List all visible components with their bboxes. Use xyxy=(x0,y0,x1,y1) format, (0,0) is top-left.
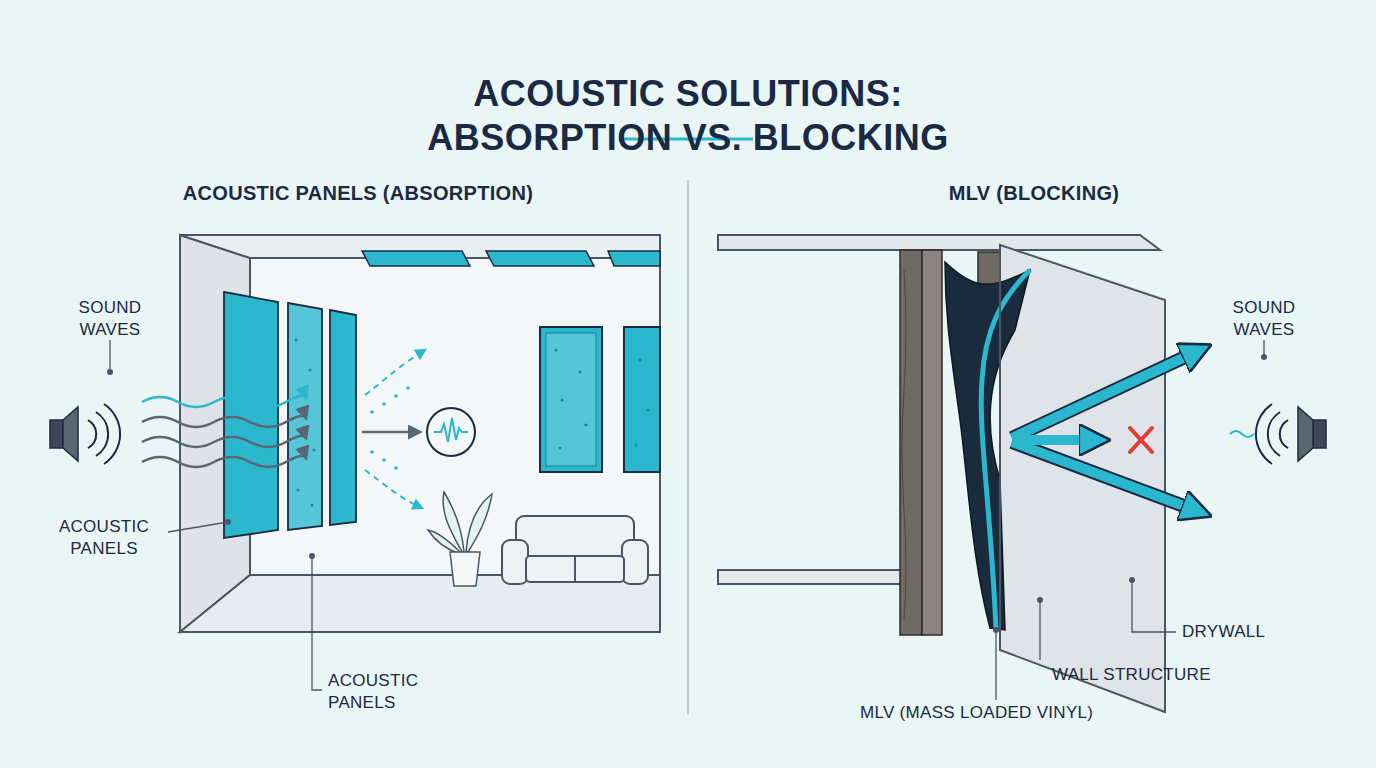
callout-label: SOUND WAVES xyxy=(58,297,162,341)
plant xyxy=(428,492,492,586)
leader-dots xyxy=(107,354,1267,633)
drywall-edge xyxy=(999,245,1001,650)
sofa xyxy=(502,516,648,584)
floor xyxy=(180,575,660,632)
speaker-icon xyxy=(1230,404,1326,464)
section-heading: ACOUSTIC PANELS (ABSORPTION) xyxy=(138,180,578,206)
reflection-arrows xyxy=(1012,350,1200,512)
leader-lines xyxy=(110,340,1264,700)
speaker-icon xyxy=(50,404,120,464)
waveform xyxy=(434,418,468,442)
callout-label: MLV (MASS LOADED VINYL) xyxy=(860,702,1200,724)
acoustic-panel xyxy=(330,310,356,525)
acoustic-panel xyxy=(224,292,278,538)
callout-label: SOUND WAVES xyxy=(1212,297,1316,341)
callout-label: DRYWALL xyxy=(1182,621,1332,643)
scatter-dots xyxy=(370,386,410,470)
room-illustration xyxy=(180,235,660,632)
scatter-arrow xyxy=(365,470,422,508)
callout-label: ACOUSTIC PANELS xyxy=(38,516,170,560)
ceiling-panel xyxy=(486,251,594,266)
diagram-title: ACOUSTIC SOLUTIONS: ABSORPTION VS. BLOCK… xyxy=(348,72,1028,160)
waveform-indicator xyxy=(427,408,475,456)
back-wall-panel xyxy=(624,327,660,472)
blocked-x xyxy=(1130,428,1152,452)
pass-arrow xyxy=(362,431,420,434)
wood-grain xyxy=(902,270,906,620)
ceiling-panel xyxy=(608,251,660,266)
panel-texture xyxy=(295,339,316,507)
divider-line xyxy=(687,180,689,715)
ceiling-panel xyxy=(362,251,470,266)
ceiling-slab xyxy=(718,235,1160,250)
back-wall-panel-face xyxy=(546,333,596,466)
wood-stud xyxy=(900,250,922,635)
back-wall xyxy=(250,258,660,575)
panel-texture xyxy=(555,349,650,450)
drywall-sheet xyxy=(1000,245,1165,712)
wood-stud xyxy=(922,250,942,635)
scatter-arrow xyxy=(365,350,425,395)
section-heading: MLV (BLOCKING) xyxy=(834,180,1234,206)
callout-label: WALL STRUCTURE xyxy=(1052,664,1312,686)
callout-label: ACOUSTIC PANELS xyxy=(328,670,460,714)
back-wall-panel xyxy=(540,327,602,472)
sound-wave-lines xyxy=(142,396,306,467)
